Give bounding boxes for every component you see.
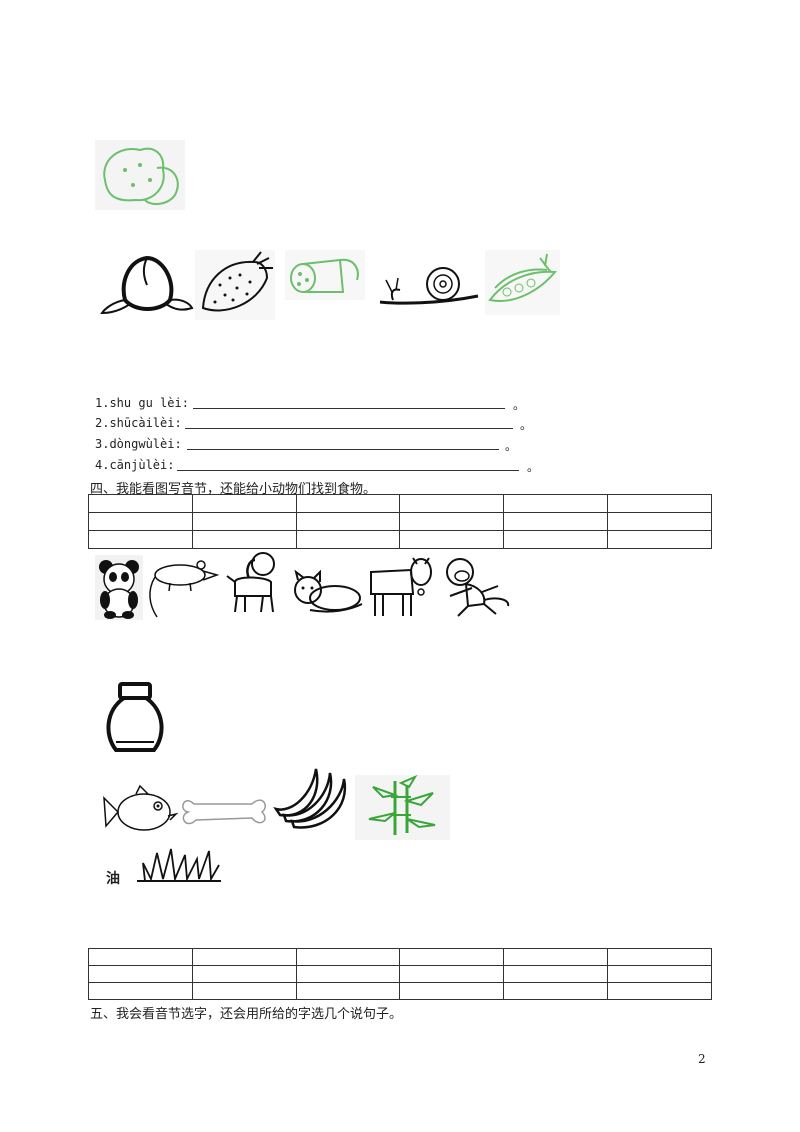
grid-cell[interactable] xyxy=(191,530,297,549)
grid-cell[interactable] xyxy=(295,494,401,513)
grid-cell[interactable] xyxy=(503,948,609,966)
period-mark: 。 xyxy=(505,439,518,453)
answer-blank[interactable] xyxy=(187,449,499,450)
answer-blank[interactable] xyxy=(185,428,513,429)
snail-icon xyxy=(378,262,483,312)
classify-line: 4.cānjùlèi: 。 xyxy=(95,458,545,474)
section5-heading: 五、我会看音节选字，还会用所给的字选几个说句子。 xyxy=(90,1007,403,1022)
lotus-root-icon xyxy=(285,250,365,300)
grid-cell[interactable] xyxy=(607,965,712,983)
grid-cell[interactable] xyxy=(295,948,401,966)
grid-cell[interactable] xyxy=(399,948,505,966)
peach-icon xyxy=(100,250,195,320)
classify-label: 4.cānjùlèi: xyxy=(95,458,175,472)
grid-cell[interactable] xyxy=(295,982,401,1000)
period-mark: 。 xyxy=(520,418,533,432)
bamboo-icon xyxy=(355,775,450,840)
grid-cell[interactable] xyxy=(607,494,712,513)
grid-cell[interactable] xyxy=(399,494,505,513)
classify-label: 2.shūcàilèi: xyxy=(95,416,182,430)
oil-bottle-icon xyxy=(100,680,170,755)
grid-cell[interactable] xyxy=(503,965,609,983)
oil-char-label: 油 xyxy=(106,871,120,887)
bone-icon xyxy=(180,790,270,832)
pinyin-grid xyxy=(88,948,712,1000)
grid-cell[interactable] xyxy=(399,965,505,983)
grid-cell[interactable] xyxy=(191,982,297,1000)
grid-cell[interactable] xyxy=(191,965,297,983)
classify-line: 3.dòngwùlèi: 。 xyxy=(95,437,535,453)
classify-line: 1.shu gu lèi: 。 xyxy=(95,396,535,412)
answer-blank[interactable] xyxy=(177,470,519,471)
pea-pod-icon xyxy=(485,250,560,315)
grid-cell[interactable] xyxy=(88,982,193,1000)
grid-cell[interactable] xyxy=(88,948,193,966)
cow-icon xyxy=(365,552,435,620)
grid-cell[interactable] xyxy=(191,948,297,966)
grid-cell[interactable] xyxy=(607,982,712,1000)
page-number: 2 xyxy=(698,1052,706,1066)
banana-icon xyxy=(272,765,352,835)
period-mark: 。 xyxy=(513,398,526,412)
grid-cell[interactable] xyxy=(88,965,193,983)
grid-cell[interactable] xyxy=(503,512,609,531)
strawberry-icon xyxy=(195,250,275,320)
grid-cell[interactable] xyxy=(607,530,712,549)
grid-cell[interactable] xyxy=(88,530,193,549)
potato-icon xyxy=(95,140,185,210)
grid-cell[interactable] xyxy=(88,512,193,531)
grid-cell[interactable] xyxy=(399,982,505,1000)
panda-icon xyxy=(95,555,143,620)
pinyin-grid xyxy=(88,494,712,549)
fish-icon xyxy=(100,780,180,840)
grid-cell[interactable] xyxy=(191,512,297,531)
grid-cell[interactable] xyxy=(607,948,712,966)
grid-cell[interactable] xyxy=(503,530,609,549)
grid-cell[interactable] xyxy=(399,512,505,531)
answer-blank[interactable] xyxy=(193,408,505,409)
classify-label: 1.shu gu lèi: xyxy=(95,396,189,410)
monkey-icon xyxy=(438,556,513,620)
grid-cell[interactable] xyxy=(503,982,609,1000)
grid-cell[interactable] xyxy=(88,494,193,513)
classify-line: 2.shūcàilèi: 。 xyxy=(95,416,535,432)
grid-cell[interactable] xyxy=(295,530,401,549)
period-mark: 。 xyxy=(527,460,540,474)
dog-icon xyxy=(225,550,285,620)
classify-label: 3.dòngwùlèi: xyxy=(95,437,182,451)
grid-cell[interactable] xyxy=(607,512,712,531)
cat-icon xyxy=(290,570,365,615)
grid-cell[interactable] xyxy=(503,494,609,513)
grid-cell[interactable] xyxy=(295,965,401,983)
grid-cell[interactable] xyxy=(191,494,297,513)
mouse-icon xyxy=(145,555,220,620)
grid-cell[interactable] xyxy=(295,512,401,531)
section4-heading: 四、我能看图写音节，还能给小动物们找到食物。 xyxy=(90,482,377,497)
grass-icon xyxy=(135,845,225,885)
grid-cell[interactable] xyxy=(399,530,505,549)
